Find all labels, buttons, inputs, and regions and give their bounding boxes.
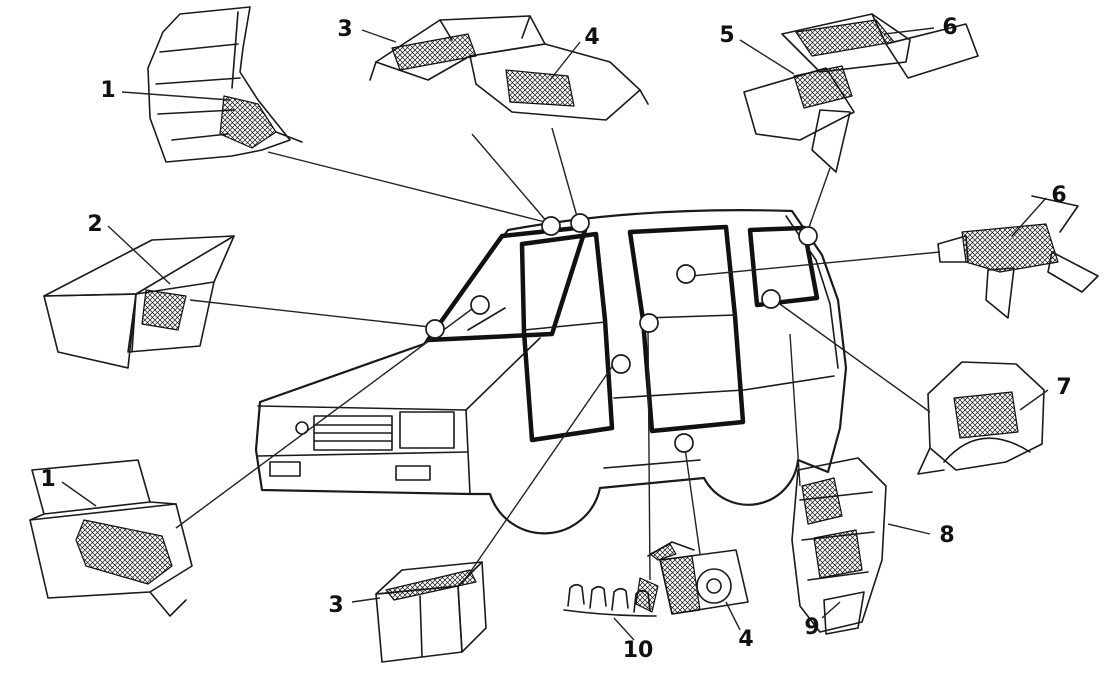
location-marker-circle: [425, 319, 445, 339]
leader-line: [549, 41, 581, 81]
connection-lines: [175, 127, 941, 585]
detail-rear-pillar-lower: [791, 457, 887, 635]
callout-label-9-bottom-right: 9: [804, 615, 819, 640]
callout-labels: 1 2 3 4 5 6 6 7 8 9 1 3 10 4: [40, 15, 1071, 663]
detail-sill-box: [375, 561, 487, 663]
callout-label-6-right: 6: [1051, 183, 1066, 208]
leader-line: [461, 360, 617, 585]
callout-label-1-upper-left: 1: [100, 78, 115, 103]
leader-line: [351, 597, 381, 603]
leader-line: [887, 523, 931, 535]
wiper-line: [467, 307, 506, 331]
location-marker-circle: [798, 226, 818, 246]
mastic-hatch-area: [505, 69, 575, 107]
detail-plug-canister: [647, 541, 749, 615]
leader-line: [739, 39, 795, 75]
leader-line: [121, 91, 231, 101]
leader-line: [883, 27, 935, 35]
callout-label-8-bottom-right: 8: [939, 523, 954, 548]
leader-line: [107, 225, 171, 285]
callout-label-6-top-right: 6: [942, 15, 957, 40]
leader-line: [821, 601, 841, 619]
hood-front-edge: [257, 405, 467, 411]
mastic-hatch-area: [801, 477, 843, 525]
car-body-illustration: [254, 209, 848, 535]
mastic-hatch-area: [385, 569, 477, 601]
location-marker-circle: [470, 295, 490, 315]
body-side-crease: [613, 375, 835, 399]
location-marker-circle: [639, 313, 659, 333]
detail-rear-window-corner: [937, 195, 1099, 319]
front-door-beltline: [523, 321, 607, 331]
mastic-hatch-area: [219, 95, 277, 149]
leader-line: [1011, 197, 1047, 237]
detail-rear-roof-panels: [743, 13, 979, 173]
leader-line: [175, 305, 477, 529]
leader-line: [789, 333, 801, 487]
callout-label-2-left: 2: [87, 212, 102, 237]
fender-hood-seam: [465, 337, 541, 411]
leader-line: [776, 301, 931, 413]
callout-label-10-bottom: 10: [623, 638, 654, 663]
grille-bars: [313, 424, 393, 442]
detail-door-opening-lower: [29, 459, 193, 617]
turn-signal-left: [269, 461, 301, 477]
detail-rear-arch: [917, 361, 1045, 475]
mastic-hatch-area: [953, 391, 1019, 439]
location-marker-circle: [570, 213, 590, 233]
mastic-hatch-area: [795, 19, 895, 57]
detail-cowl-side: [43, 235, 235, 369]
callout-label-4-top: 4: [584, 25, 599, 50]
leader-line: [613, 617, 635, 641]
leader-line: [551, 127, 579, 221]
leader-line: [684, 447, 701, 555]
bumper-top-line: [257, 451, 469, 457]
leader-line: [1019, 389, 1049, 411]
location-marker-circle: [676, 264, 696, 284]
leader-line: [647, 327, 651, 581]
leader-line: [806, 167, 831, 234]
detail-floor-front: [369, 15, 649, 121]
mastic-hatch-area: [141, 289, 187, 331]
detail-clips-strip: [563, 577, 659, 617]
mastic-hatch-area: [813, 529, 863, 579]
leader-line: [725, 601, 741, 631]
location-markers: [425, 213, 818, 453]
callout-label-5-top-right: 5: [719, 23, 734, 48]
front-door-opening-seal: [519, 231, 615, 443]
callout-leaders: [61, 27, 1049, 641]
windshield-opening-seal: [425, 224, 589, 343]
quarter-window-opening-seal: [747, 225, 820, 308]
mastic-hatch-area: [391, 33, 477, 71]
callout-label-4-bottom: 4: [738, 627, 753, 652]
mastic-hatch-area: [635, 577, 659, 613]
leader-line: [361, 29, 397, 43]
mastic-hatch-area: [793, 65, 853, 109]
mastic-hatch-area: [961, 223, 1059, 273]
leader-line: [267, 151, 546, 223]
callout-label-3-top: 3: [337, 17, 352, 42]
car-body-silhouette: [254, 209, 848, 535]
location-marker-circle: [674, 433, 694, 453]
location-marker-circle: [541, 216, 561, 236]
location-marker-circle: [761, 289, 781, 309]
rocker-line: [603, 459, 701, 469]
callout-label-3-bottom: 3: [328, 593, 343, 618]
rear-door-beltline: [643, 314, 737, 319]
leader-line: [690, 251, 941, 277]
leader-line: [61, 481, 97, 507]
detail-windshield-pillar-upper: [147, 6, 303, 163]
mastic-hatch-area: [649, 543, 677, 561]
leader-line: [189, 299, 431, 328]
callout-label-1-bottom-left: 1: [40, 467, 55, 492]
location-marker-circle: [611, 354, 631, 374]
turn-signal-right: [395, 465, 431, 481]
callout-label-7-right: 7: [1056, 375, 1071, 400]
headlight: [399, 411, 455, 449]
mastic-hatch-area: [75, 519, 173, 585]
leader-line: [471, 133, 549, 224]
mastic-hatch-area: [659, 555, 701, 615]
